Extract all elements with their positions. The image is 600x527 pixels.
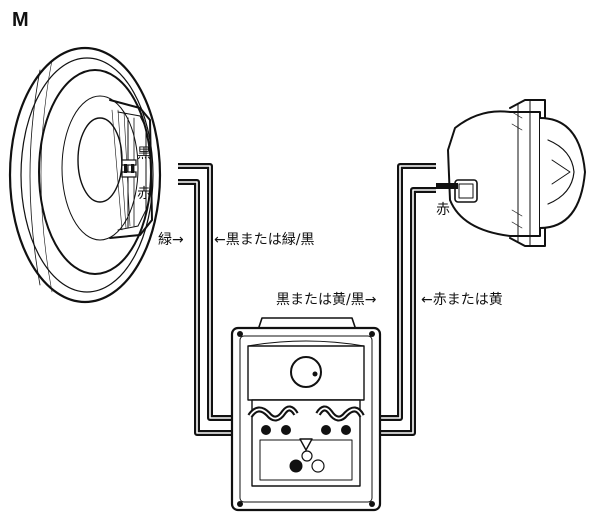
- woofer-terminal-red-label: 赤: [137, 186, 151, 202]
- tweeter-terminal: [436, 183, 458, 189]
- tweeter-terminal-red-label: 赤: [436, 202, 450, 218]
- tweeter-black-wire-label: 黒または黄/黒→: [276, 291, 377, 308]
- woofer-speaker: [8, 46, 162, 304]
- woofer-terminal-black-label: 黒: [137, 146, 151, 162]
- figure-marker: M: [12, 9, 29, 31]
- crossover-network: [230, 317, 382, 512]
- tweeter-red-wire-label: ←赤または黄: [421, 291, 503, 308]
- woofer-black-wire-label: ←黒または緑/黒: [214, 232, 314, 248]
- tweeter-speaker: [447, 99, 586, 247]
- woofer-red-wire-label: 緑→: [158, 232, 184, 248]
- woofer-terminals: [121, 159, 137, 178]
